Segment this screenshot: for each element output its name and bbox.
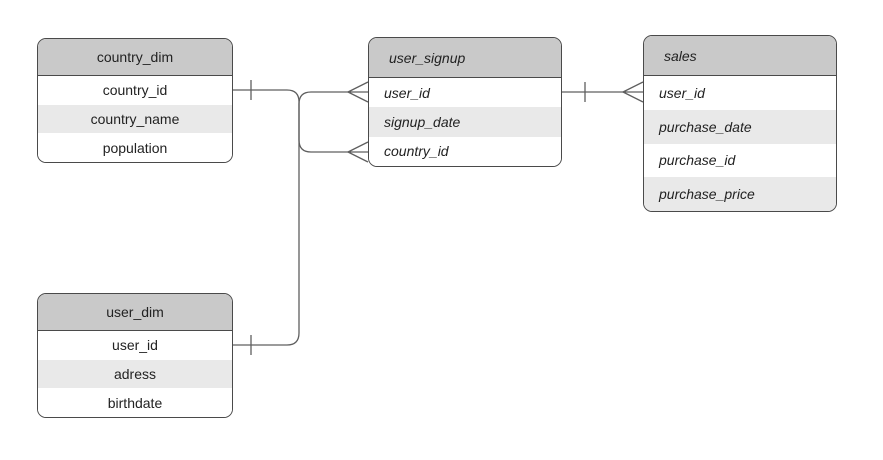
table-title: sales: [664, 47, 697, 64]
table-title: country_dim: [96, 49, 174, 65]
table-rows: user_id signup_date country_id: [369, 78, 561, 166]
table-row[interactable]: purchase_price: [644, 177, 836, 211]
table-header[interactable]: sales: [644, 36, 836, 76]
entity-table-user-signup[interactable]: user_signup user_id signup_date country_…: [368, 37, 562, 167]
table-row[interactable]: user_id: [369, 78, 561, 108]
table-title: user_signup: [389, 49, 466, 66]
relationship-user_dim-user_signup[interactable]: [233, 81, 369, 355]
field-label: country_id: [384, 143, 449, 160]
table-row[interactable]: user_id: [644, 76, 836, 110]
field-label: birthdate: [107, 394, 163, 411]
table-row[interactable]: purchase_id: [644, 143, 836, 178]
table-row[interactable]: country_id: [38, 76, 232, 105]
table-header[interactable]: user_signup: [369, 38, 561, 78]
table-rows: user_id adress birthdate: [38, 331, 232, 417]
table-title: user_dim: [106, 304, 164, 320]
field-label: population: [102, 139, 168, 156]
field-label: purchase_price: [659, 186, 755, 203]
field-label: user_id: [384, 84, 430, 101]
table-row[interactable]: user_id: [38, 331, 232, 360]
cardinality-crow-foot-icon: [347, 141, 369, 163]
relationship-line[interactable]: [233, 89, 348, 153]
table-rows: country_id country_name population: [38, 76, 232, 162]
field-label: country_name: [90, 111, 180, 127]
entity-table-sales[interactable]: sales user_id purchase_date purchase_id …: [643, 35, 837, 212]
table-header[interactable]: user_dim: [38, 294, 232, 331]
relationship-user_signup-sales[interactable]: [562, 81, 644, 103]
table-header[interactable]: country_dim: [38, 39, 232, 76]
field-label: purchase_id: [659, 152, 736, 169]
relationship-line[interactable]: [233, 91, 348, 346]
table-row[interactable]: birthdate: [38, 388, 232, 417]
table-rows: user_id purchase_date purchase_id purcha…: [644, 76, 836, 211]
table-row[interactable]: country_id: [369, 136, 561, 166]
cardinality-crow-foot-icon: [347, 81, 369, 103]
entity-table-user-dim[interactable]: user_dim user_id adress birthdate: [37, 293, 233, 418]
table-row[interactable]: country_name: [38, 104, 232, 134]
field-label: purchase_date: [659, 118, 752, 135]
table-row[interactable]: signup_date: [369, 107, 561, 137]
field-label: user_id: [112, 337, 158, 354]
field-label: user_id: [659, 84, 705, 101]
field-label: adress: [113, 366, 157, 382]
cardinality-crow-foot-icon: [622, 81, 644, 103]
entity-table-country-dim[interactable]: country_dim country_id country_name popu…: [37, 38, 233, 163]
table-row[interactable]: population: [38, 133, 232, 162]
table-row[interactable]: adress: [38, 359, 232, 389]
field-label: country_id: [102, 82, 168, 99]
table-row[interactable]: purchase_date: [644, 109, 836, 144]
field-label: signup_date: [384, 113, 461, 130]
